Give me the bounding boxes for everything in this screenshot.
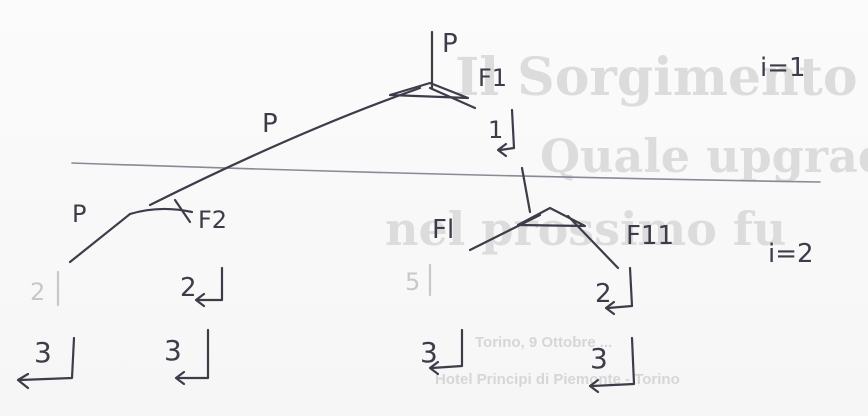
label-left-2: 2 [180, 273, 197, 303]
print-heading-2: Quale upgrade per il S [540, 129, 868, 183]
label-f11: F11 [626, 221, 674, 251]
label-top-player: P [442, 29, 458, 59]
label-left-p: P [72, 200, 86, 228]
print-heading-3: nel prossimo fu [385, 202, 786, 256]
branch-p: P [148, 86, 422, 207]
right-row: 2 3 3 [420, 266, 636, 394]
label-choice-1: 1 [488, 116, 503, 144]
node-right: Fl F11 [432, 166, 674, 270]
label-level-2: i=2 [768, 239, 814, 269]
label-left-3a: 3 [34, 336, 52, 369]
label-right-3b: 3 [590, 342, 608, 375]
label-fl: Fl [432, 215, 454, 245]
label-right-2: 2 [595, 279, 612, 309]
label-right-3a: 3 [420, 336, 438, 369]
label-left-3b: 3 [164, 334, 182, 367]
faded-label-5: 5 [405, 268, 420, 296]
label-f1: F1 [478, 64, 507, 92]
background-print: Il Sorgimento o Rim Quale upgrade per il… [385, 47, 868, 388]
print-caption-1: Torino, 9 Ottobre ... [475, 334, 612, 351]
branch-1: 1 [488, 108, 516, 158]
node-top: P F1 [388, 29, 507, 110]
label-p-branch: P [262, 109, 278, 139]
label-f2: F2 [198, 206, 227, 234]
node-left: P F2 2 [68, 198, 227, 308]
print-heading-1: Il Sorgimento o Rim [455, 47, 868, 108]
label-level-1: i=1 [760, 53, 806, 83]
level-divider [71, 162, 821, 183]
print-caption-2: Hotel Principi di Piemonte - Torino [435, 371, 680, 388]
faded-marks: 2 5 [30, 263, 432, 307]
faded-label-2: 2 [30, 278, 45, 306]
left-row-3: 3 3 [16, 328, 210, 390]
